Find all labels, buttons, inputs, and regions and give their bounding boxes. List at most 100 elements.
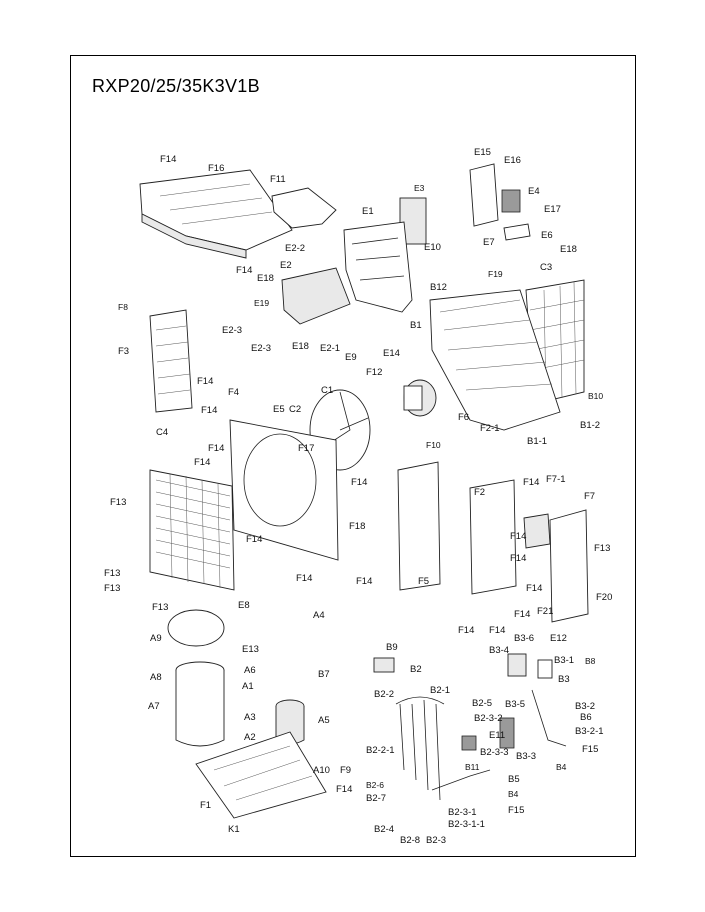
label-F3: F3: [118, 346, 130, 357]
label-E16: E16: [504, 155, 521, 166]
label-B2-3: B2-3: [426, 835, 447, 846]
label-C3: C3: [540, 262, 553, 273]
label-F14-10: F14: [510, 531, 527, 542]
stop-valve-cover: [523, 513, 551, 549]
label-B4-2: B4: [508, 789, 519, 799]
sound-blanket: [175, 661, 225, 747]
label-A8: A8: [150, 672, 162, 683]
label-F7: F7: [584, 491, 596, 502]
label-E12: E12: [550, 633, 567, 644]
label-A7: A7: [148, 701, 160, 712]
label-F14-11: F14: [296, 573, 313, 584]
label-B2: B2: [410, 664, 422, 675]
label-F13-4: F13: [104, 583, 121, 594]
label-B2-3-2: B2-3-2: [474, 713, 503, 724]
label-A1: A1: [242, 681, 254, 692]
label-A10: A10: [313, 765, 330, 776]
diagram-frame: [70, 55, 636, 857]
label-E2-2: E2-2: [285, 243, 306, 254]
label-B2-4: B2-4: [374, 824, 395, 835]
label-B4-1: B4: [556, 762, 567, 772]
sound-blanket-top: [167, 609, 225, 647]
label-B2-8: B2-8: [400, 835, 421, 846]
label-E14: E14: [383, 348, 400, 359]
label-F13-3: F13: [104, 568, 121, 579]
label-E1: E1: [362, 206, 374, 217]
label-B2-2-1: B2-2-1: [366, 745, 395, 756]
label-F15-2: F15: [508, 805, 525, 816]
label-F14-4: F14: [201, 405, 218, 416]
label-B3-6: B3-6: [514, 633, 535, 644]
label-A2: A2: [244, 732, 256, 743]
label-E2-3-2: E2-3: [251, 343, 272, 354]
refrigerant-piping: [373, 657, 491, 801]
label-C4: C4: [156, 427, 169, 438]
label-E7: E7: [483, 237, 495, 248]
label-B3-3: B3-3: [516, 751, 537, 762]
right-side-plate: [549, 509, 589, 623]
label-A6: A6: [244, 665, 256, 676]
front-panel: [229, 419, 339, 561]
label-E8: E8: [238, 600, 250, 611]
label-F14-14: F14: [526, 583, 543, 594]
label-F4: F4: [228, 387, 240, 398]
label-E6: E6: [541, 230, 553, 241]
label-F14-5: F14: [208, 443, 225, 454]
label-E17: E17: [544, 204, 561, 215]
label-A3: A3: [244, 712, 256, 723]
label-F21: F21: [537, 606, 554, 617]
label-F20: F20: [596, 592, 613, 603]
clamp: [503, 223, 531, 241]
label-F14-6: F14: [194, 457, 211, 468]
label-B1: B1: [410, 320, 422, 331]
label-E5: E5: [273, 404, 285, 415]
label-F19: F19: [488, 269, 503, 279]
label-C2: C2: [289, 404, 302, 415]
label-F17: F17: [298, 443, 315, 454]
label-C1: C1: [321, 385, 334, 396]
label-F9: F9: [340, 765, 352, 776]
label-F1: F1: [200, 800, 212, 811]
label-E4: E4: [528, 186, 540, 197]
label-E11: E11: [489, 730, 506, 741]
label-B2-3-3: B2-3-3: [480, 747, 509, 758]
side-plate: [469, 479, 517, 595]
label-B3-5: B3-5: [505, 699, 526, 710]
label-F14-1: F14: [160, 154, 177, 165]
switch-box: [343, 221, 413, 313]
label-F14-13: F14: [510, 553, 527, 564]
label-B3-2: B3-2: [575, 701, 596, 712]
label-F14-17: F14: [514, 609, 531, 620]
label-E18-1: E18: [560, 244, 577, 255]
label-E19: E19: [254, 298, 270, 308]
label-F18: F18: [349, 521, 366, 532]
label-E2-1: E2-1: [320, 343, 341, 354]
label-E18-2: E18: [257, 273, 274, 284]
label-F10: F10: [426, 440, 441, 450]
label-F2-1: F2-1: [480, 423, 500, 434]
label-B2-6: B2-6: [366, 780, 384, 790]
pcb-board: [281, 267, 351, 325]
fan-motor: [403, 379, 437, 417]
label-E18-3: E18: [292, 341, 309, 352]
label-F12: F12: [366, 367, 383, 378]
label-F15-1: F15: [582, 744, 599, 755]
label-F13-5: F13: [152, 602, 169, 613]
label-B5: B5: [508, 774, 520, 785]
valve-assembly: [499, 653, 567, 749]
label-B2-2: B2-2: [374, 689, 395, 700]
label-F14-2: F14: [236, 265, 253, 276]
model-title: RXP20/25/35K3V1B: [92, 76, 260, 96]
label-F14-7: F14: [351, 477, 368, 488]
label-F5: F5: [418, 576, 430, 587]
label-F16: F16: [208, 163, 225, 174]
label-E10: E10: [424, 242, 441, 253]
label-B2-7: B2-7: [366, 793, 387, 804]
discharge-grille: [149, 469, 235, 591]
label-A5: A5: [318, 715, 330, 726]
label-E2: E2: [280, 260, 292, 271]
label-K1: K1: [228, 824, 240, 835]
label-F8: F8: [118, 302, 128, 312]
side-grille: [149, 309, 193, 413]
label-F14-8: F14: [523, 477, 540, 488]
